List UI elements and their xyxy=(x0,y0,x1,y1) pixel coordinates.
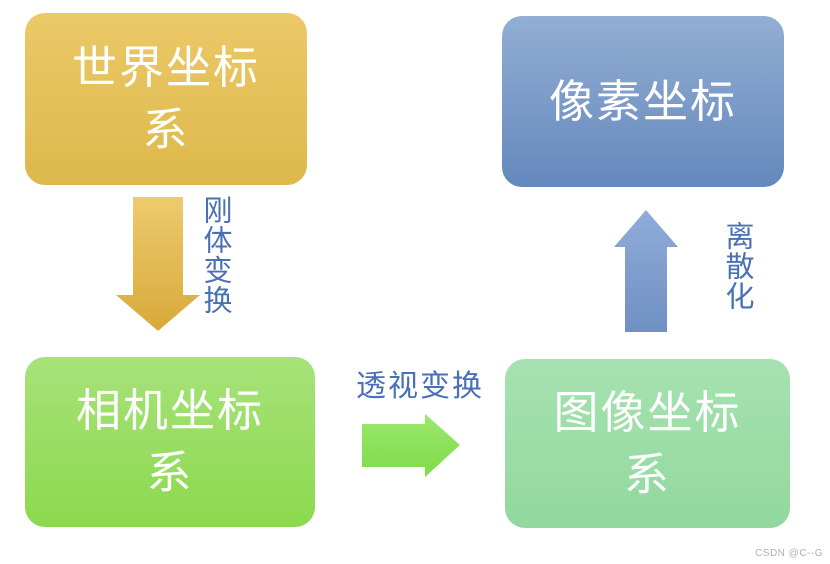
arrow-down-icon xyxy=(116,197,200,331)
node-image-label: 图像坐标系 xyxy=(553,386,742,500)
node-pixel-label: 像素坐标 xyxy=(548,75,737,127)
watermark: CSDN @C--G xyxy=(755,548,823,559)
node-camera-coordinate-system: 相机坐标系 xyxy=(25,357,315,527)
node-camera-label: 相机坐标系 xyxy=(75,385,264,498)
arrow-up-icon xyxy=(614,210,678,332)
node-world-coordinate-system: 世界坐标系 xyxy=(25,13,307,185)
arrow-right-icon xyxy=(362,414,460,477)
node-pixel-coordinate: 像素坐标 xyxy=(502,16,784,187)
edge-label-discretization: 离散化 xyxy=(721,221,753,311)
edge-label-rigid-transform: 刚体变换 xyxy=(199,195,231,315)
edge-label-perspective-transform: 透视变换 xyxy=(356,370,484,403)
node-world-label: 世界坐标系 xyxy=(71,42,260,155)
node-image-coordinate-system: 图像坐标系 xyxy=(505,359,790,528)
